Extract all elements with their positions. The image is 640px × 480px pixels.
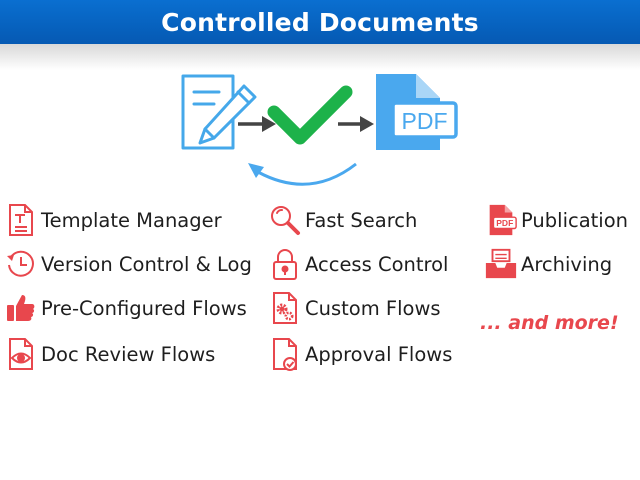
- archive-tray-icon: [484, 244, 518, 284]
- feature-label: Approval Flows: [305, 342, 453, 366]
- feature-label: Archiving: [521, 252, 613, 276]
- arrow-right-icon: [338, 116, 374, 132]
- feature-access-control: Access Control: [268, 244, 448, 284]
- feature-label: Version Control & Log: [41, 252, 252, 276]
- feature-template-manager: Template Manager: [4, 200, 222, 240]
- padlock-icon: [268, 244, 302, 284]
- feature-publication: PDF Publication: [484, 200, 628, 240]
- workflow-diagram: PDF: [181, 74, 458, 186]
- magnifier-icon: [268, 200, 302, 240]
- feature-custom-flows: Custom Flows: [268, 288, 441, 328]
- pdf-label: PDF: [402, 108, 448, 134]
- pdf-doc-icon: PDF: [484, 200, 518, 240]
- feature-label: Custom Flows: [305, 296, 441, 320]
- pdf-document-icon: PDF: [376, 74, 458, 150]
- and-more-text: ... and more!: [480, 312, 619, 334]
- header-banner: Controlled Documents: [0, 0, 640, 44]
- history-clock-icon: [4, 244, 38, 284]
- arrow-right-icon: [238, 116, 276, 132]
- template-doc-icon: [4, 200, 38, 240]
- return-arrow-icon: [248, 162, 357, 186]
- eye-doc-icon: [4, 334, 38, 374]
- edit-document-icon: [181, 74, 257, 150]
- check-doc-icon: [268, 334, 302, 374]
- feature-label: Publication: [521, 208, 629, 232]
- check-icon: [267, 85, 353, 145]
- thumbs-up-icon: [4, 288, 38, 328]
- feature-label: Template Manager: [41, 208, 222, 232]
- feature-doc-review-flows: Doc Review Flows: [4, 334, 215, 374]
- feature-version-control: Version Control & Log: [4, 244, 252, 284]
- feature-fast-search: Fast Search: [268, 200, 417, 240]
- gears-doc-icon: [268, 288, 302, 328]
- svg-text:PDF: PDF: [496, 218, 513, 228]
- feature-label: Doc Review Flows: [41, 342, 216, 366]
- feature-label: Access Control: [305, 252, 449, 276]
- feature-label: Fast Search: [305, 208, 418, 232]
- feature-archiving: Archiving: [484, 244, 612, 284]
- banner-shadow: [0, 44, 640, 70]
- page-title: Controlled Documents: [161, 7, 479, 37]
- feature-label: Pre-Configured Flows: [41, 296, 247, 320]
- feature-pre-configured-flows: Pre-Configured Flows: [4, 288, 247, 328]
- feature-approval-flows: Approval Flows: [268, 334, 452, 374]
